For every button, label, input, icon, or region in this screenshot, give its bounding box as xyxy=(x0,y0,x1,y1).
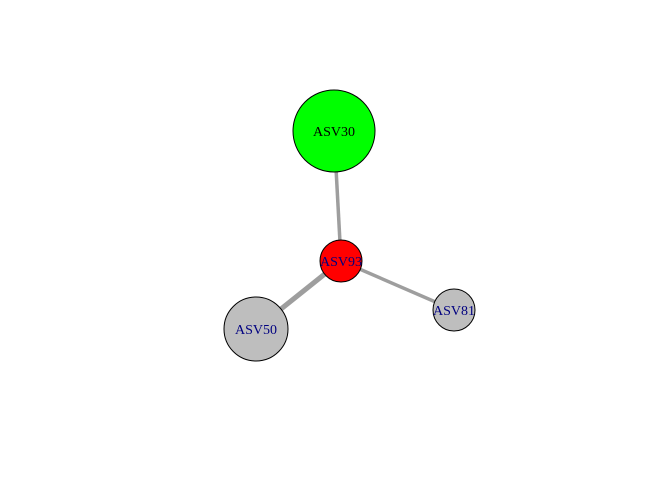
node-circle-asv50 xyxy=(223,296,289,362)
node-label-asv30: ASV30 xyxy=(313,125,355,140)
node-circle-asv93 xyxy=(319,239,363,283)
node-asv93: ASV93 xyxy=(319,239,363,283)
node-asv30: ASV30 xyxy=(292,89,376,173)
node-label-asv93: ASV93 xyxy=(320,255,362,270)
node-label-asv50: ASV50 xyxy=(235,323,277,338)
node-circle-asv81 xyxy=(432,288,476,332)
node-asv81: ASV81 xyxy=(432,288,476,332)
node-asv50: ASV50 xyxy=(223,296,289,362)
node-label-asv81: ASV81 xyxy=(433,304,475,319)
node-circle-asv30 xyxy=(292,89,376,173)
